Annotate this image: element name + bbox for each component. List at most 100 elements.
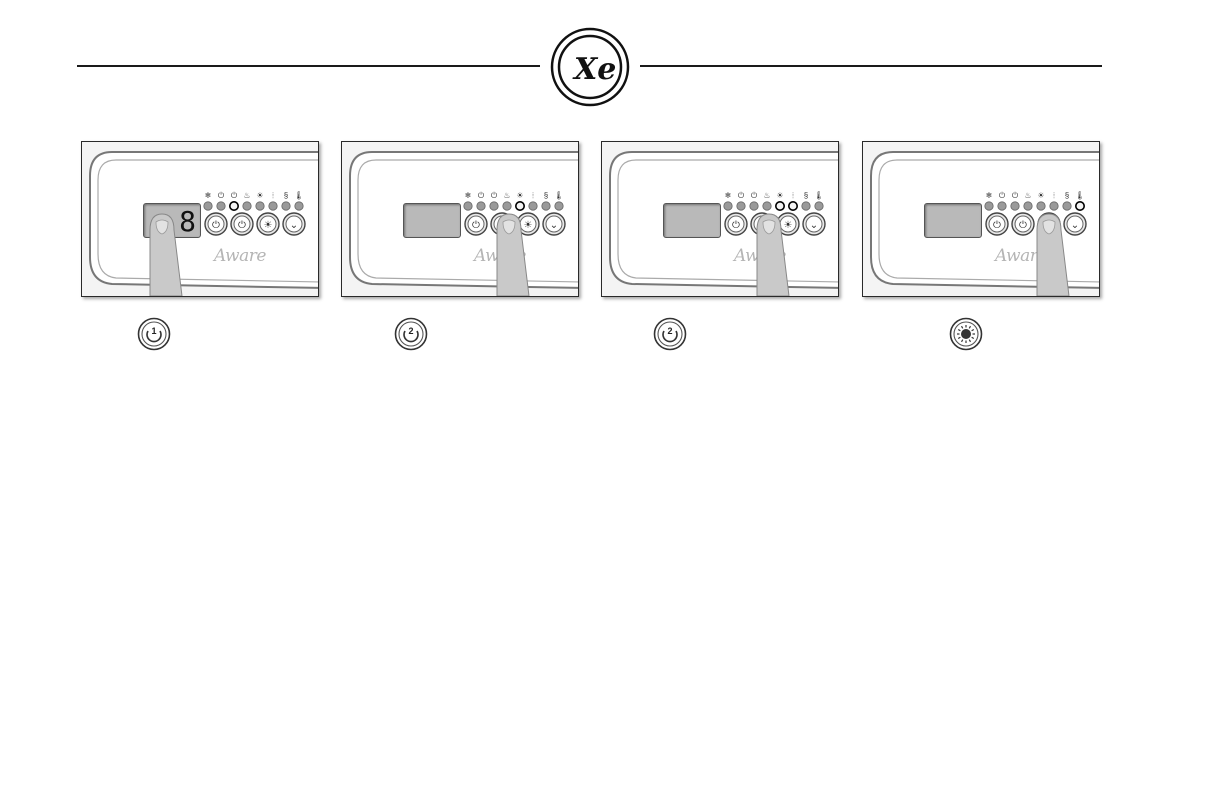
heat-icon: § [804,191,808,200]
status-led [750,202,758,210]
header-rule-left [77,65,540,67]
brand-logo-text: Aware [995,246,1047,266]
key-number-label: 1 [151,326,156,336]
status-led [1037,202,1045,210]
jets-1-icon: ⏻ [738,191,745,200]
jets-2-icon: ⏻ [758,220,766,231]
snowflake-icon: ❄ [465,191,472,200]
jets-1-icon: ⏻ [478,191,485,200]
jets-2-icon: ⏻ [498,220,506,231]
jets-2-icon: ⏻ [238,220,246,231]
jets-2-button[interactable]: ⏻ [1012,213,1034,235]
status-led [490,202,498,210]
status-led [1050,202,1058,210]
light-icon: ☀ [1045,220,1054,231]
jets-2-icon: 2 [653,317,687,351]
status-led [776,202,784,210]
jets-2-icon: ⏻ [491,191,498,200]
status-led [282,202,290,210]
snowflake-icon: ❄ [205,191,212,200]
logo-text: Xe [572,52,616,87]
light-button[interactable]: ☀ [1038,213,1060,235]
status-led [1063,202,1071,210]
filter-icon: ⦙ [532,191,534,200]
xe-logo-icon: Xe [550,27,630,107]
status-led [542,202,550,210]
status-led [503,202,511,210]
status-led [477,202,485,210]
light-icon [949,317,983,351]
blower-icon: ♨ [763,191,770,200]
thermometer-icon: 🌡 [1075,191,1085,200]
control-panel-2: ❄⏻⏻♨☀⦙§🌡⏻⏻☀⌄Aware [341,141,579,297]
jets-1-button[interactable]: ⏻ [725,213,747,235]
light-icon: ☀ [516,191,523,200]
status-led [529,202,537,210]
jets-1-button[interactable]: ⏻ [205,213,227,235]
status-led [555,202,563,210]
temp-icon: ⌄ [810,220,818,231]
jets-1-button[interactable]: ⏻ [465,213,487,235]
temp-button[interactable]: ⌄ [1064,213,1086,235]
jets-2-icon: ⏻ [1012,191,1019,200]
status-led [737,202,745,210]
control-panel-4: ❄ ⏻ ⏻ ♨ ☀ ⦙ § 🌡 ⏻ ⏻ ☀ ⌄ Aware [862,141,1100,297]
status-led [256,202,264,210]
filter-icon: ⦙ [1053,191,1055,200]
light-button[interactable]: ☀ [257,213,279,235]
jets-1-icon: 1 [137,317,171,351]
status-led [802,202,810,210]
temp-button[interactable]: ⌄ [543,213,565,235]
jets-2-icon: ⏻ [751,191,758,200]
light-icon: ☀ [776,191,783,200]
filter-icon: ⦙ [792,191,794,200]
jets-1-button[interactable]: ⏻ [986,213,1008,235]
jets-2-icon: ⏻ [1019,220,1027,231]
jets-1-icon: ⏻ [472,220,480,231]
heat-icon: § [284,191,288,200]
status-led [998,202,1006,210]
status-led [763,202,771,210]
temp-button[interactable]: ⌄ [803,213,825,235]
snowflake-icon: ❄ [725,191,732,200]
snowflake-icon: ❄ [986,191,993,200]
light-icon: ☀ [524,220,533,231]
thermometer-icon: 🌡 [554,191,564,200]
lcd-display: 8 [143,203,201,238]
key-number-label: 2 [667,326,672,336]
jets-2-icon: 2 [394,317,428,351]
jets-2-button[interactable]: ⏻ [491,213,513,235]
blower-icon: ♨ [1024,191,1031,200]
brand-logo-text: Aware [734,246,786,266]
status-led [295,202,303,210]
key-number-label: 2 [408,326,413,336]
thermometer-icon: 🌡 [294,191,304,200]
blower-icon: ♨ [243,191,250,200]
header-rule-right [640,65,1102,67]
temp-icon: ⌄ [290,220,298,231]
status-led [1076,202,1084,210]
status-led [985,202,993,210]
status-led [204,202,212,210]
status-led [789,202,797,210]
light-icon: ☀ [256,191,263,200]
status-led [516,202,524,210]
jets-1-icon: ⏻ [999,191,1006,200]
temp-icon: ⌄ [1071,220,1079,231]
jets-2-button[interactable]: ⏻ [751,213,773,235]
light-button[interactable]: ☀ [777,213,799,235]
jets-2-button[interactable]: ⏻ [231,213,253,235]
brand-logo-text: Aware [214,246,266,266]
status-led [1024,202,1032,210]
brand-logo-text: Aware [474,246,526,266]
status-led [269,202,277,210]
light-icon: ☀ [264,220,273,231]
light-icon: ☀ [784,220,793,231]
heat-icon: § [1065,191,1069,200]
temp-button[interactable]: ⌄ [283,213,305,235]
light-icon: ☀ [1037,191,1044,200]
light-button[interactable]: ☀ [517,213,539,235]
status-led [230,202,238,210]
lcd-display [924,203,982,238]
